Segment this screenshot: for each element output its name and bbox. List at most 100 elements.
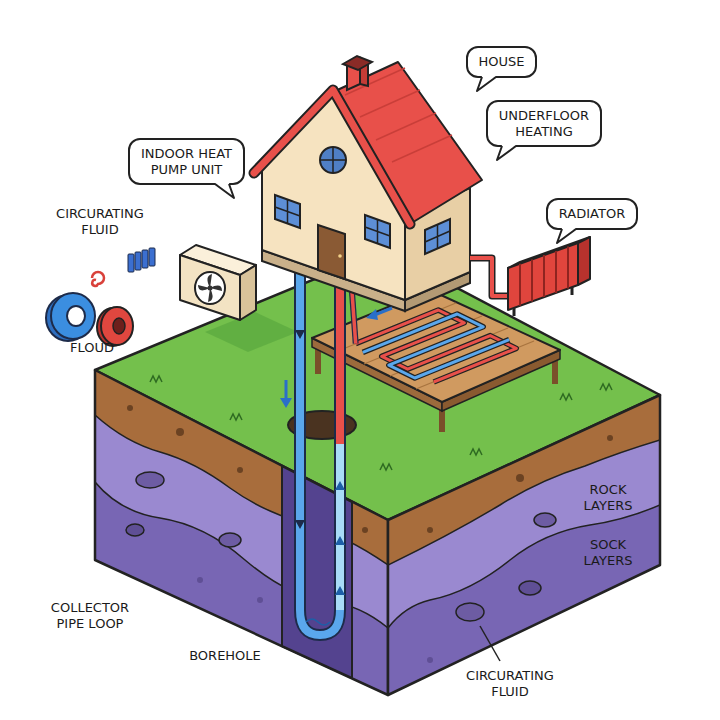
ground-strata-left: [126, 524, 144, 536]
grass-surface: [600, 384, 612, 390]
fluid-icons: [149, 248, 155, 266]
ground-loop-pipe: [300, 265, 340, 635]
radiator-illustration: [514, 287, 572, 316]
ground-loop-pipe: [336, 440, 344, 610]
house-illustration: [320, 147, 346, 173]
heat-pump-unit: [195, 272, 225, 304]
heat-pump-unit: [240, 265, 256, 320]
ground-loop-pipe: [300, 265, 340, 635]
fluid-icons: [46, 248, 155, 346]
underfloor-deck: [312, 290, 560, 402]
part-label: SOCK LAYERS: [583, 537, 633, 568]
ground-loop-pipe: [334, 278, 346, 444]
house-illustration: [275, 200, 300, 224]
fluid-icons: [128, 254, 134, 272]
callout-tail: [557, 229, 576, 243]
underfloor-deck: [363, 314, 509, 378]
ground-strata-right: [388, 395, 660, 628]
house-illustration: [425, 219, 450, 254]
part-label: FLOUD: [69, 340, 115, 356]
radiator-illustration: [578, 237, 590, 285]
house-illustration: [425, 225, 450, 249]
callout-bubble: INDOOR HEAT PUMP UNIT: [128, 138, 245, 185]
callout-text: UNDERFLOOR HEATING: [498, 108, 590, 139]
leader-line: [480, 626, 500, 661]
house-illustration: [318, 225, 345, 279]
underfloor-deck: [363, 314, 509, 378]
ground-strata-right: [385, 390, 665, 700]
heat-pump-unit: [180, 255, 240, 320]
ground-loop-pipe: [306, 619, 330, 625]
fluid-icons: [135, 252, 141, 270]
callout-tail: [215, 183, 234, 198]
house-illustration: [275, 195, 300, 228]
callout-bubble: UNDERFLOOR HEATING: [486, 100, 602, 147]
ground-strata-left: [176, 428, 184, 436]
part-label: COLLECTOR PIPE LOOP: [50, 600, 130, 631]
callout-tail: [213, 183, 235, 199]
callout-tail: [496, 145, 518, 161]
callout-tail: [557, 228, 576, 243]
radiator-illustration: [520, 247, 568, 306]
flow-arrow: [366, 309, 378, 320]
grass-surface: [150, 376, 162, 382]
callout-bubble: HOUSE: [466, 46, 537, 78]
ground-strata-right: [519, 581, 541, 595]
fluid-icons: [92, 272, 104, 286]
ground-strata-left: [90, 360, 395, 705]
ground-strata-right: [427, 657, 433, 663]
house-illustration: [365, 215, 390, 248]
callout-tail: [477, 76, 496, 91]
house-illustration: [343, 56, 372, 70]
callout-tail: [477, 77, 496, 91]
ground-strata-right: [388, 505, 660, 628]
flow-arrow: [280, 398, 292, 408]
ground-strata-right: [427, 527, 433, 533]
grass-surface: [205, 312, 298, 352]
radiator-illustration: [470, 237, 590, 316]
ground-strata-right: [385, 390, 665, 700]
ground-strata-right: [607, 435, 613, 441]
ground-loop-pipe: [336, 278, 344, 444]
part-label: ROCK LAYERS: [583, 482, 633, 513]
ground-strata-left: [197, 577, 203, 583]
underfloor-deck: [356, 310, 517, 382]
ground-strata-left: [90, 360, 395, 705]
heat-pump-unit: [198, 274, 222, 302]
flow-arrow: [280, 308, 392, 408]
ground-strata-left: [237, 467, 243, 473]
ground-loop-pipe: [295, 265, 356, 635]
callout-text: INDOOR HEAT PUMP UNIT: [140, 146, 233, 177]
grass-surface: [560, 394, 572, 400]
ground-strata-left: [127, 405, 133, 411]
radiator-illustration: [508, 243, 578, 310]
callout-tail: [215, 184, 234, 198]
part-label: CIRCURATING FLUID: [466, 668, 555, 699]
fluid-icons: [101, 307, 133, 345]
ground-strata-left: [219, 533, 241, 547]
ground-loop-pipe: [295, 330, 305, 529]
callout-text: HOUSE: [478, 54, 525, 70]
part-label: CIRCURATING FLUID: [56, 206, 145, 237]
callout-text: RADIATOR: [558, 206, 626, 222]
callout-tail: [476, 76, 498, 92]
callout-tail: [556, 228, 578, 244]
grass-surface: [230, 414, 242, 420]
callout-bubble: RADIATOR: [546, 198, 638, 230]
block-outline: [388, 395, 660, 695]
ground-loop-pipe: [352, 292, 356, 344]
fluid-icons: [51, 293, 95, 339]
ground-strata-left: [362, 527, 368, 533]
fluid-icons: [113, 318, 125, 334]
heat-pump-unit: [208, 286, 213, 291]
ground-loop-pipe: [335, 481, 345, 595]
ground-strata-right: [534, 513, 556, 527]
ground-strata-right: [516, 474, 524, 482]
ground-strata-left: [136, 472, 164, 488]
callout-tail: [497, 145, 516, 160]
underfloor-deck: [356, 310, 517, 382]
house-illustration: [365, 220, 390, 244]
grass-surface: [470, 449, 482, 455]
ground-loop-pipe: [352, 292, 356, 344]
heat-pump-unit: [180, 245, 256, 320]
